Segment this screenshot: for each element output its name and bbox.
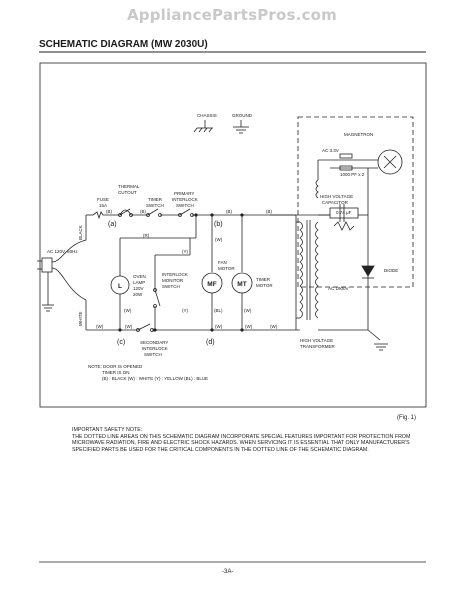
- transformer-secondary-coil: [315, 221, 319, 319]
- secondary-interlock-label-1: SECONDARY: [140, 340, 168, 345]
- wire-bl-label: (BL): [214, 308, 223, 313]
- wire-w-label-1: (W): [215, 237, 223, 242]
- figure-label: (Fig. 1): [397, 415, 417, 421]
- wire-r-label: (R): [143, 233, 150, 238]
- chassis-label: CHASSIS: [197, 113, 217, 118]
- transformer-primary-coil: [299, 221, 303, 319]
- point-a-label: (a): [108, 221, 117, 228]
- fan-motor-label-2: MOTOR: [218, 266, 235, 271]
- fuse-label-1: FUSE: [97, 197, 109, 202]
- safety-note-title: IMPORTANT SAFETY NOTE:: [72, 427, 143, 433]
- point-d-label: (d): [206, 339, 215, 346]
- primary-interlock-label-2: INTERLOCK: [172, 197, 198, 202]
- chassis-symbol: [193, 120, 213, 133]
- safety-note: IMPORTANT SAFETY NOTE: THE DOTTED LINE A…: [72, 427, 422, 453]
- oven-lamp-label-3: 120V: [133, 286, 144, 291]
- wire-y-label-1: (Y): [182, 249, 189, 254]
- diagram-frame: [39, 62, 427, 408]
- thermal-cutout-label-2: CUTOUT: [118, 190, 137, 195]
- page-title: SCHEMATIC DIAGRAM (MW 2030U): [39, 39, 208, 50]
- magnetron-spec-label: 1000 PF x 2: [340, 172, 365, 177]
- safety-dashed-region: [297, 116, 414, 288]
- point-c-label: (c): [117, 339, 125, 346]
- white-wire-label: WHITE: [78, 312, 83, 327]
- interlock-monitor-label-3: SWITCH: [162, 284, 180, 289]
- point-b-label: (b): [214, 221, 223, 228]
- power-plug: [41, 257, 53, 273]
- magnetron-label: MAGNETRON: [344, 132, 373, 137]
- capacitor-value-label: 0.74 μF: [336, 210, 352, 215]
- oven-lamp-label-4: 20W: [133, 292, 143, 297]
- fan-motor-label-1: FAN: [218, 260, 227, 265]
- wire-b-1: (B): [106, 209, 113, 214]
- wire-w-label-8: (W): [270, 324, 278, 329]
- timer-motor-label-1: TIMER: [256, 277, 271, 282]
- wire-b-4: (B): [266, 209, 273, 214]
- magnetron-ac-label: AC 3.3V: [322, 148, 339, 153]
- wire-w-label-7: (W): [245, 324, 253, 329]
- note-line-3: (B) : BLACK (W) : WHITE (Y) : YELLOW (BL…: [102, 376, 208, 381]
- hv-transformer-label-1: HIGH VOLTAGE: [300, 338, 333, 343]
- safety-note-body: THE DOTTED LINE AREAS ON THIS SCHEMATIC …: [72, 433, 411, 453]
- fuse-label-2: 15A: [99, 203, 107, 208]
- wire-w-label-3: (W): [244, 308, 252, 313]
- wire-b-3: (B): [226, 209, 233, 214]
- note-line-1: NOTE: DOOR IS OPENED: [88, 364, 143, 369]
- primary-interlock-label-1: PRIMARY: [174, 191, 194, 196]
- hv-capacitor-label-1: HIGH VOLTAGE: [320, 194, 353, 199]
- wire-w-label-4: (W): [96, 324, 104, 329]
- interlock-monitor-label-2: MONITOR: [162, 278, 184, 283]
- primary-interlock-label-3: SWITCH: [176, 203, 194, 208]
- note-line-2: TIMER IS ON: [102, 370, 130, 375]
- wire-b-2: (B): [140, 209, 147, 214]
- secondary-interlock-label-3: SWITCH: [144, 352, 162, 357]
- wire-w-label-5: (W): [125, 324, 133, 329]
- ac-input-label: AC 120V, 60Hz: [47, 249, 78, 254]
- diode-symbol: [361, 265, 375, 277]
- ground-symbol: [233, 120, 249, 134]
- timer-motor-letter: MT: [237, 281, 246, 288]
- ground-label: GROUND: [232, 113, 253, 118]
- oven-lamp-label-1: OVEN: [133, 274, 146, 279]
- timer-switch-label-1: TIMER: [148, 197, 163, 202]
- lamp-letter: L: [118, 283, 122, 290]
- oven-lamp-label-2: LAMP: [133, 280, 145, 285]
- timer-switch-label-2: SWITCH: [146, 203, 164, 208]
- secondary-interlock-label-2: INTERLOCK: [142, 346, 168, 351]
- page-number: -3A-: [222, 569, 234, 575]
- site-watermark: AppliancePartsPros.com: [127, 6, 337, 24]
- interlock-monitor-label-1: INTERLOCK: [162, 272, 188, 277]
- hv-transformer-label-2: TRANSFORMER: [300, 344, 336, 349]
- thermal-cutout-label-1: THERMAL: [118, 184, 140, 189]
- diode-label: DIODE: [384, 268, 398, 273]
- wire-y-label-2: (Y): [182, 308, 189, 313]
- ac-hv-label: AC 1900V: [328, 286, 349, 291]
- wire-w-label-6: (W): [215, 324, 223, 329]
- black-wire-label: BLACK: [78, 225, 83, 240]
- wire-w-label-2: (W): [124, 308, 132, 313]
- hv-capacitor-label-2: CAPACITOR: [322, 200, 349, 205]
- timer-motor-label-2: MOTOR: [256, 283, 273, 288]
- magnetron-symbol: [377, 149, 403, 175]
- fan-motor-letter: MF: [207, 281, 216, 288]
